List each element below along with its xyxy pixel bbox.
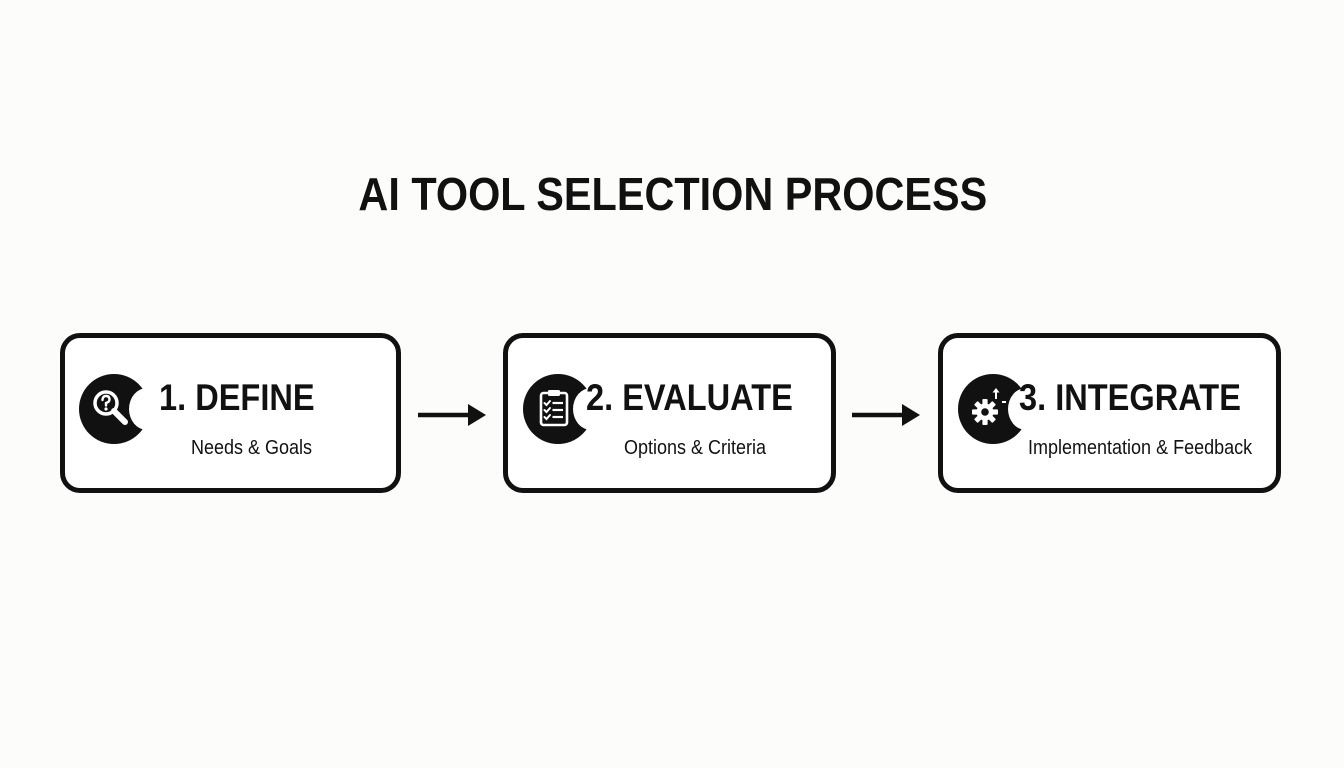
step-define-badge [79, 374, 165, 444]
clipboard-checklist-icon [539, 390, 569, 427]
step-integrate-badge [958, 374, 1044, 444]
step-evaluate-title: 2. EVALUATE [586, 377, 793, 418]
step-integrate-title: 3. INTEGRATE [1019, 377, 1241, 418]
step-define-title: 1. DEFINE [159, 377, 315, 418]
step-define-subtitle: Needs & Goals [191, 437, 313, 459]
step-define-box: 1. DEFINE Needs & Goals [60, 333, 401, 493]
step-evaluate-badge [523, 374, 609, 444]
step-integrate-subtitle: Implementation & Feedback [1028, 437, 1253, 459]
step-evaluate-subtitle: Options & Criteria [624, 437, 767, 459]
step-evaluate-box: 2. EVALUATE Options & Criteria [503, 333, 836, 493]
step-integrate-box: 3. INTEGRATE Implementation & Feedback [938, 333, 1281, 493]
right-arrow-icon [418, 404, 486, 426]
right-arrow-icon [852, 404, 920, 426]
gear-arrows-icon [972, 388, 1006, 425]
magnifier-question-icon [93, 390, 128, 425]
diagram-title: AI TOOL SELECTION PROCESS [358, 168, 988, 220]
